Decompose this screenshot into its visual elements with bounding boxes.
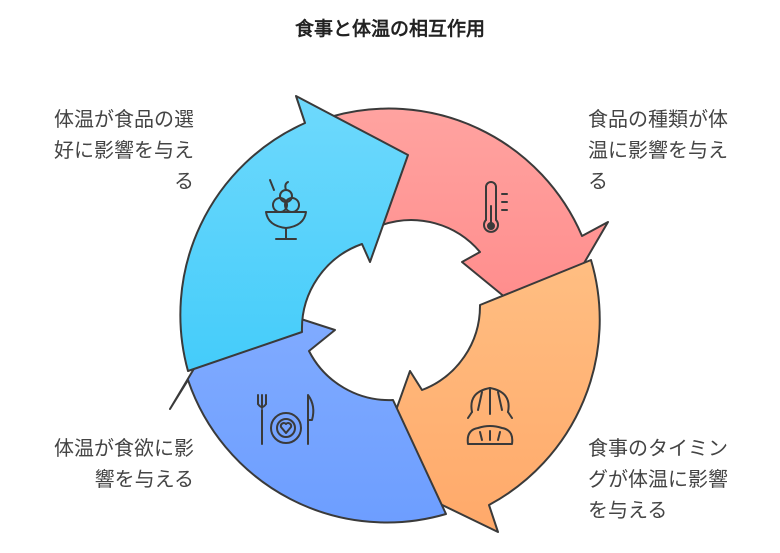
label-line: る bbox=[588, 169, 608, 193]
label-bottom-left: 体温が食欲に影 響を与える bbox=[18, 433, 194, 495]
label-line: 温に影響を与え bbox=[588, 138, 728, 162]
diagram-title: 食事と体温の相互作用 bbox=[294, 18, 485, 40]
label-line: 体温が食欲に影 bbox=[54, 436, 194, 460]
label-line: 好に影響を与え bbox=[54, 138, 194, 162]
ice-cream-sundae-icon bbox=[265, 179, 307, 240]
plate-cutlery-icon bbox=[257, 394, 315, 445]
label-line: 食品の種類が体 bbox=[588, 107, 728, 131]
label-top-left: 体温が食品の選 好に影響を与え る bbox=[18, 104, 194, 197]
thermometer-icon bbox=[483, 181, 508, 233]
label-line: 食事のタイミン bbox=[588, 436, 728, 460]
segment-top-left-arrow bbox=[179, 95, 409, 372]
croissant-bread-icon bbox=[466, 387, 514, 445]
label-top-right: 食品の種類が体 温に影響を与え る bbox=[588, 104, 728, 197]
segment-top-right-arrow bbox=[329, 107, 609, 331]
label-line: を与える bbox=[588, 498, 668, 522]
label-line: グが体温に影響 bbox=[588, 467, 728, 491]
segment-bottom-right-arrow bbox=[373, 259, 601, 533]
label-bottom-right: 食事のタイミン グが体温に影響 を与える bbox=[588, 433, 728, 526]
label-line: る bbox=[174, 169, 194, 193]
label-line: 体温が食品の選 bbox=[54, 107, 194, 131]
label-line: 響を与える bbox=[94, 467, 194, 491]
